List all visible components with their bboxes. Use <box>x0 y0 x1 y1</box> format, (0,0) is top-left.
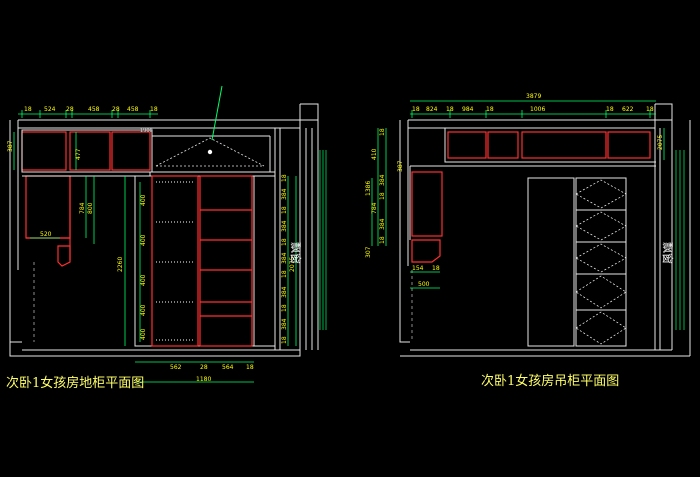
dim-text: 477 <box>75 148 82 160</box>
dim-text: 18 <box>281 336 288 344</box>
dim-text: 28 <box>112 106 120 113</box>
dim-text: 564 <box>222 364 234 371</box>
dim-text: 784 <box>79 202 86 214</box>
dim-text: 18 <box>379 236 386 244</box>
left-plan-title: 次卧1女孩房地柜平面图 <box>6 376 145 391</box>
right-wardrobe <box>527 177 627 347</box>
dim-text: 18 <box>432 265 440 272</box>
left-dimension-labels: 18 524 28 458 28 458 18 1900 387 477 784… <box>7 106 296 383</box>
dim-text: 18 <box>412 106 420 113</box>
dim-text: 1180 <box>196 376 211 383</box>
left-hood-hatch <box>155 137 265 167</box>
dim-text: 562 <box>170 364 182 371</box>
dim-text: 384 <box>281 252 288 264</box>
left-wardrobe <box>134 175 276 347</box>
dim-text: 18 <box>281 238 288 246</box>
dim-text: 18 <box>281 304 288 312</box>
left-leader-line <box>211 85 223 141</box>
dim-text: 500 <box>418 281 430 288</box>
dim-text: 384 <box>281 188 288 200</box>
dim-text: 800 <box>87 202 94 214</box>
dim-text: 384 <box>281 220 288 232</box>
dim-text: 18 <box>379 192 386 200</box>
dim-text: 387 <box>397 160 404 172</box>
right-dimension-labels: 3879 18 824 18 984 18 1006 18 622 18 410… <box>365 93 664 288</box>
dim-text: 400 <box>140 304 147 316</box>
dim-text: 387 <box>7 140 14 152</box>
dim-text: 2260 <box>117 257 124 272</box>
left-floor-cabinet-plan <box>9 85 327 357</box>
dim-text: 18 <box>24 106 32 113</box>
dim-text: 458 <box>88 106 100 113</box>
dim-text: 400 <box>140 274 147 286</box>
dim-text: 784 <box>371 202 378 214</box>
dim-text: 18 <box>150 106 158 113</box>
right-hanging-cabinets <box>411 131 651 263</box>
dim-text: 18 <box>246 364 254 371</box>
left-leader-dot <box>207 149 213 155</box>
dim-text: 400 <box>140 328 147 340</box>
dim-text: 18 <box>281 174 288 182</box>
dim-text: 384 <box>281 318 288 330</box>
dim-text: 2075 <box>289 257 296 272</box>
right-cabinet-frame <box>409 128 656 240</box>
dim-text: 307 <box>365 246 372 258</box>
window-label-right: 飘窗 <box>661 242 675 264</box>
dim-text: 28 <box>200 364 208 371</box>
dim-text: 384 <box>281 286 288 298</box>
dim-text: 622 <box>622 106 634 113</box>
dim-text: 18 <box>446 106 454 113</box>
dim-text: 400 <box>140 194 147 206</box>
dim-text: 384 <box>379 174 386 186</box>
left-walls <box>9 103 319 357</box>
dim-text: 18 <box>646 106 654 113</box>
right-window-hatch <box>675 150 685 330</box>
right-dimensions <box>371 100 665 289</box>
dim-text: 18 <box>606 106 614 113</box>
left-window-hatch <box>319 150 327 330</box>
dim-text: 18 <box>486 106 494 113</box>
left-dimensions <box>13 110 297 383</box>
dim-text: 458 <box>127 106 139 113</box>
right-hanging-cabinet-plan <box>399 103 691 357</box>
dim-text: 824 <box>426 106 438 113</box>
right-plan-title: 次卧1女孩房吊柜平面图 <box>481 374 620 389</box>
dim-text: 18 <box>281 206 288 214</box>
dim-text: 1386 <box>365 181 372 196</box>
dim-text: 2075 <box>657 135 664 150</box>
dim-text: 18 <box>281 270 288 278</box>
dim-text: 18 <box>379 128 386 136</box>
right-walls <box>399 103 691 357</box>
window-label-left: 飘窗 <box>289 242 303 264</box>
dim-text: 520 <box>40 231 52 238</box>
dim-text: 1900 <box>140 128 153 134</box>
dim-text: 28 <box>66 106 74 113</box>
dim-text: 384 <box>379 218 386 230</box>
dim-text: 1006 <box>530 106 545 113</box>
dim-text: 984 <box>462 106 474 113</box>
dim-text: 154 <box>412 265 424 272</box>
dim-text: 524 <box>44 106 56 113</box>
dim-text: 400 <box>140 234 147 246</box>
left-cabinet-frame <box>21 129 275 177</box>
dim-text: 3879 <box>526 93 541 100</box>
dim-text: 410 <box>371 148 378 160</box>
